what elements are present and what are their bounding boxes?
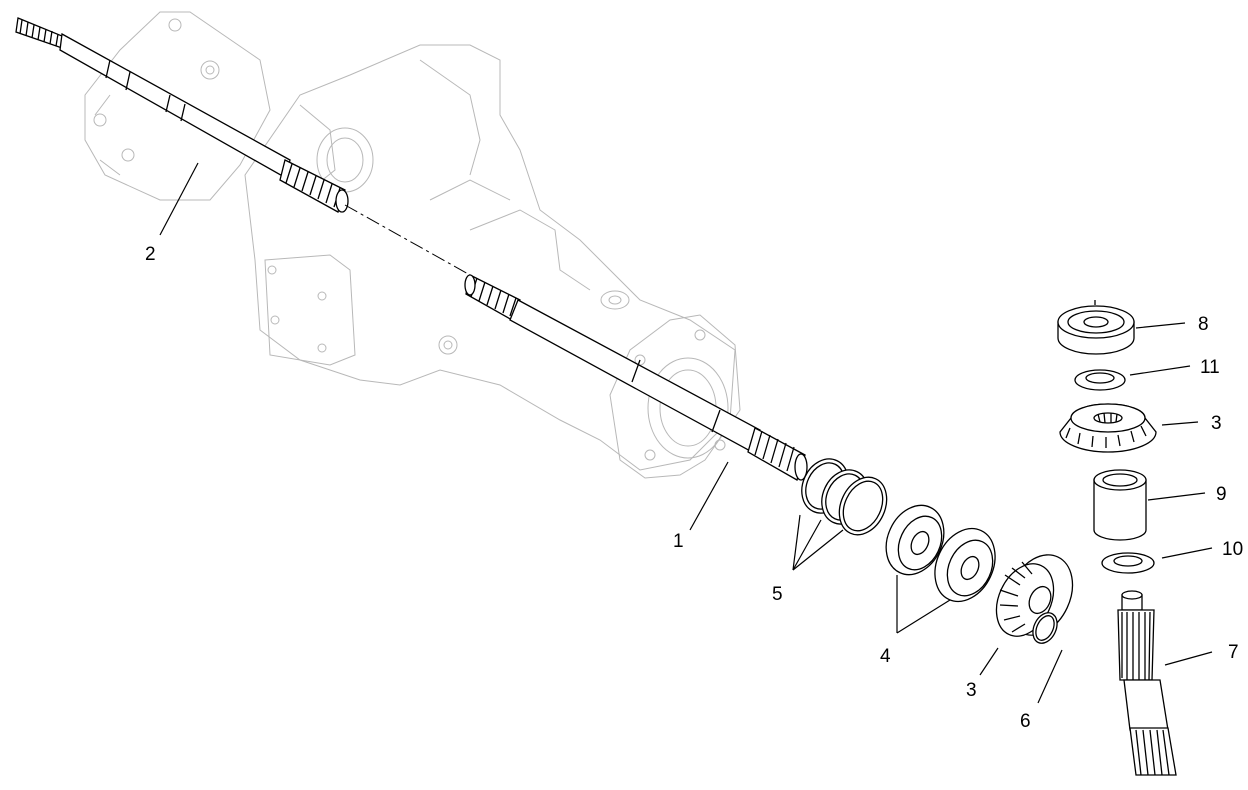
axle-shaft-2 — [15, 17, 349, 213]
bearing-8 — [1057, 300, 1135, 355]
snap-ring-6 — [1032, 612, 1058, 644]
shims-5 — [801, 458, 888, 536]
callout-1: 1 — [673, 531, 684, 552]
washer-11 — [1074, 369, 1126, 391]
spacer-9 — [1093, 469, 1147, 541]
bevel-gear-3-lower — [995, 554, 1074, 637]
input-shaft-7 — [1117, 590, 1177, 776]
washer-10 — [1101, 552, 1155, 574]
callout-5: 5 — [772, 584, 783, 605]
transaxle-housing — [84, 11, 741, 479]
callout-3-upper: 3 — [1211, 413, 1222, 434]
callout-8: 8 — [1198, 314, 1209, 335]
callout-6: 6 — [1020, 711, 1031, 732]
bearings-4 — [885, 504, 996, 603]
callout-4: 4 — [880, 646, 891, 667]
callouts: 2 1 5 4 3 6 8 11 3 9 10 7 — [145, 244, 1243, 732]
leader-lines — [159, 162, 1213, 704]
centerline — [344, 204, 471, 276]
callout-7: 7 — [1228, 642, 1239, 663]
axle-shaft-1 — [464, 274, 808, 481]
callout-9: 9 — [1216, 484, 1227, 505]
callout-11: 11 — [1200, 357, 1220, 378]
callout-10: 10 — [1222, 539, 1243, 560]
callout-2: 2 — [145, 244, 156, 265]
callout-3-lower: 3 — [966, 680, 977, 701]
bevel-gear-3-upper — [1059, 403, 1157, 453]
